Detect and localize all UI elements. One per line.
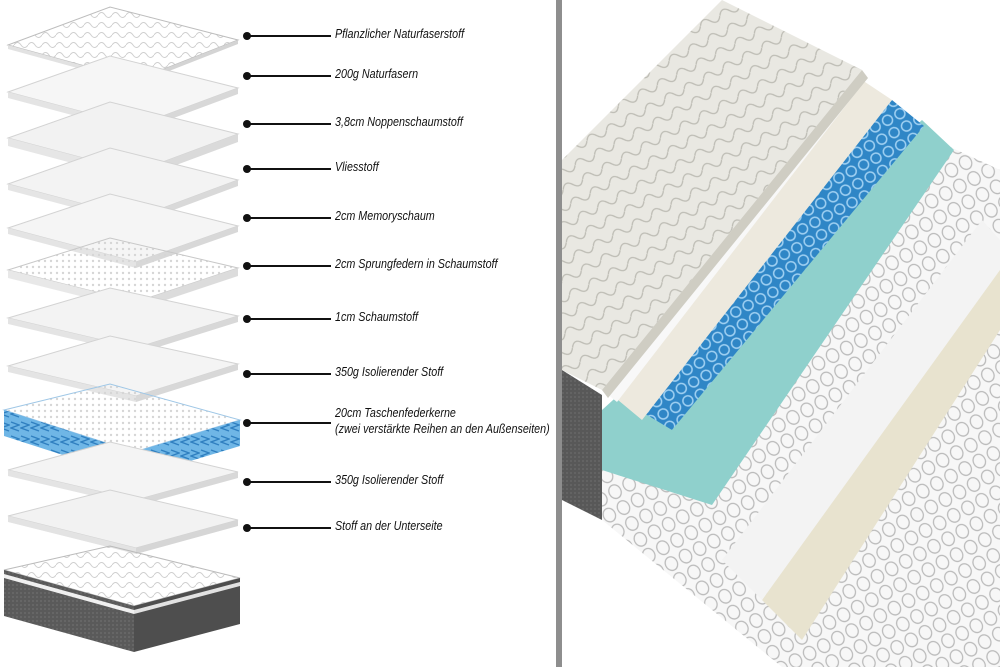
layer-label: 2cm Sprungfedern in Schaumstoff [335,257,498,271]
callout-dot [243,262,251,270]
bottom-white-layer [722,220,1000,600]
top-cover-edge [602,70,868,398]
panel-divider [556,0,562,667]
callout-layer-10: 350g Isolierender Stoff [243,472,553,494]
callout-dot [243,72,251,80]
callout-layer-2: 200g Naturfasern [243,66,553,88]
layer-label: 20cm Taschenfederkerne [335,406,456,420]
callout-line [249,318,331,320]
callout-layer-9: 20cm Taschenfederkerne (zwei verstärkte … [243,405,553,445]
callout-dot [243,370,251,378]
callout-dot [243,32,251,40]
memory-foam-layer [602,120,954,505]
callout-line [249,481,331,483]
assembled-mattress [3,545,241,652]
callout-dot [243,419,251,427]
callout-dot [243,214,251,222]
callout-line [249,123,331,125]
callout-layer-1: Pflanzlicher Naturfaserstoff [243,26,553,48]
mattress-cross-section-image [562,0,1000,667]
layer-label: 3,8cm Noppenschaumstoff [335,115,463,129]
callout-line [249,373,331,375]
cross-section-illustration [562,0,1000,667]
quilted-top-cover [562,0,862,390]
callout-dot [243,478,251,486]
callout-line [249,217,331,219]
layer-label: 2cm Memoryschaum [335,209,435,223]
layer-stack-illustration [2,6,242,652]
layer-label: Pflanzlicher Naturfaserstoff [335,27,465,41]
callout-layer-11: Stoff an der Unterseite [243,518,553,540]
callout-line [249,75,331,77]
layer-label: 350g Isolierender Stoff [335,365,444,379]
callout-dot [243,120,251,128]
layer-bottom-fabric [7,489,239,554]
callout-dot [243,524,251,532]
callout-line [249,265,331,267]
layer-label: 350g Isolierender Stoff [335,473,444,487]
callout-layer-7: 1cm Schaumstoff [243,309,553,331]
callout-layer-6: 2cm Sprungfedern in Schaumstoff [243,256,553,278]
callout-dot [243,165,251,173]
layer-label: 1cm Schaumstoff [335,310,419,324]
callout-line [249,168,331,170]
layer-sublabel: (zwei verstärkte Reihen an den Außenseit… [335,422,550,436]
callout-layer-3: 3,8cm Noppenschaumstoff [243,114,553,136]
bottom-cream-layer [762,260,1000,640]
pocket-spring-core [602,120,1000,667]
callout-layer-4: Vliesstoff [243,159,553,181]
callout-layer-5: 2cm Memoryschaum [243,208,553,230]
callout-line [249,35,331,37]
callout-line [249,527,331,529]
layer-label: Vliesstoff [335,160,379,174]
layer-label: Stoff an der Unterseite [335,519,443,533]
exploded-layer-diagram: Pflanzlicher Naturfaserstoff 200g Naturf… [2,6,553,652]
callout-layer-8: 350g Isolierender Stoff [243,364,553,386]
callout-dot [243,315,251,323]
mattress-side-panel [562,370,602,520]
layer-label: 200g Naturfasern [335,67,419,81]
callout-line [249,422,331,424]
foam-layer-cream [612,80,892,420]
